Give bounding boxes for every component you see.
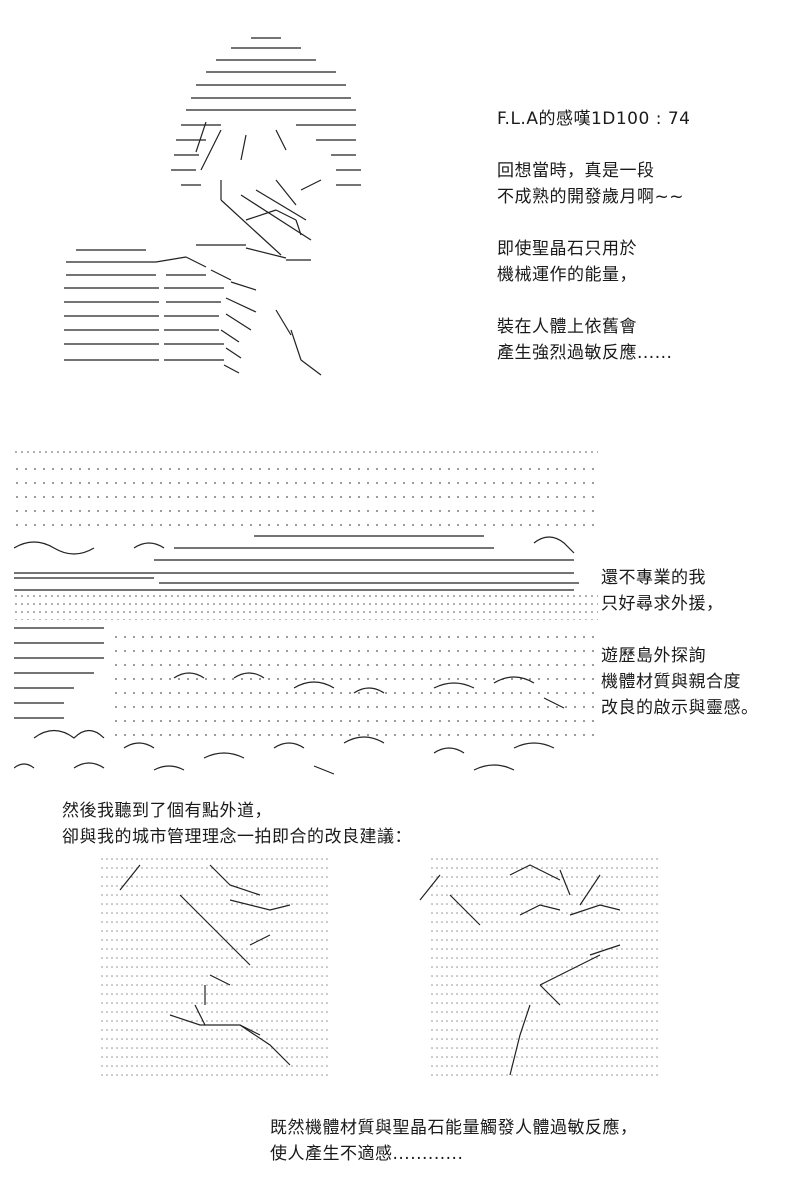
narration-paragraph: 既然機體材質與聖晶石能量觸發人體過敏反應， 使人產生不適感...........… [270, 1115, 638, 1167]
ascii-art-landscape [14, 448, 598, 775]
text-line: 既然機體材質與聖晶石能量觸發人體過敏反應， [270, 1118, 638, 1138]
text-line: 還不專業的我 [601, 568, 706, 588]
text-line: 遊歷島外探詢 [601, 646, 706, 666]
text-line: 改良的啟示與靈感。 [601, 698, 759, 718]
text-line: 回想當時，真是一段 [497, 161, 655, 181]
narration-paragraph: 然後我聽到了個有點外道， 卻與我的城市管理理念一拍即合的改良建議： [62, 798, 412, 850]
text-line: 產生強烈過敏反應...... [497, 343, 673, 363]
narration-block-1: F.L.A的感嘆1D100 : 74 回想當時，真是一段 不成熟的開發歲月啊~~… [497, 106, 690, 366]
text-line: 機體材質與親合度 [601, 672, 741, 692]
ascii-art-hands [100, 855, 660, 1080]
text-line: 機械運作的能量， [497, 265, 637, 285]
text-line: 不成熟的開發歲月啊~~ [497, 187, 684, 207]
narration-paragraph: 遊歷島外探詢 機體材質與親合度 改良的啟示與靈感。 [601, 643, 759, 721]
narration-paragraph: 還不專業的我 只好尋求外援， [601, 565, 759, 617]
narration-block-3: 然後我聽到了個有點外道， 卻與我的城市管理理念一拍即合的改良建議： [62, 798, 412, 850]
text-line: 然後我聽到了個有點外道， [62, 801, 272, 821]
text-line: F.L.A的感嘆1D100 : 74 [497, 109, 691, 129]
narration-paragraph: 回想當時，真是一段 不成熟的開發歲月啊~~ [497, 158, 690, 210]
narration-paragraph: 裝在人體上依舊會 產生強烈過敏反應...... [497, 314, 690, 366]
narration-paragraph: 即使聖晶石只用於 機械運作的能量， [497, 236, 690, 288]
narration-block-4: 既然機體材質與聖晶石能量觸發人體過敏反應， 使人產生不適感...........… [270, 1115, 638, 1167]
text-line: 卻與我的城市管理理念一拍即合的改良建議： [62, 827, 412, 847]
text-line: 裝在人體上依舊會 [497, 317, 637, 337]
ascii-art-character-portrait [64, 37, 361, 376]
text-line: 只好尋求外援， [601, 594, 724, 614]
text-line: 使人產生不適感............ [270, 1144, 464, 1164]
narration-title: F.L.A的感嘆1D100 : 74 [497, 106, 690, 132]
narration-block-2: 還不專業的我 只好尋求外援， 遊歷島外探詢 機體材質與親合度 改良的啟示與靈感。 [601, 565, 759, 721]
text-line: 即使聖晶石只用於 [497, 239, 637, 259]
